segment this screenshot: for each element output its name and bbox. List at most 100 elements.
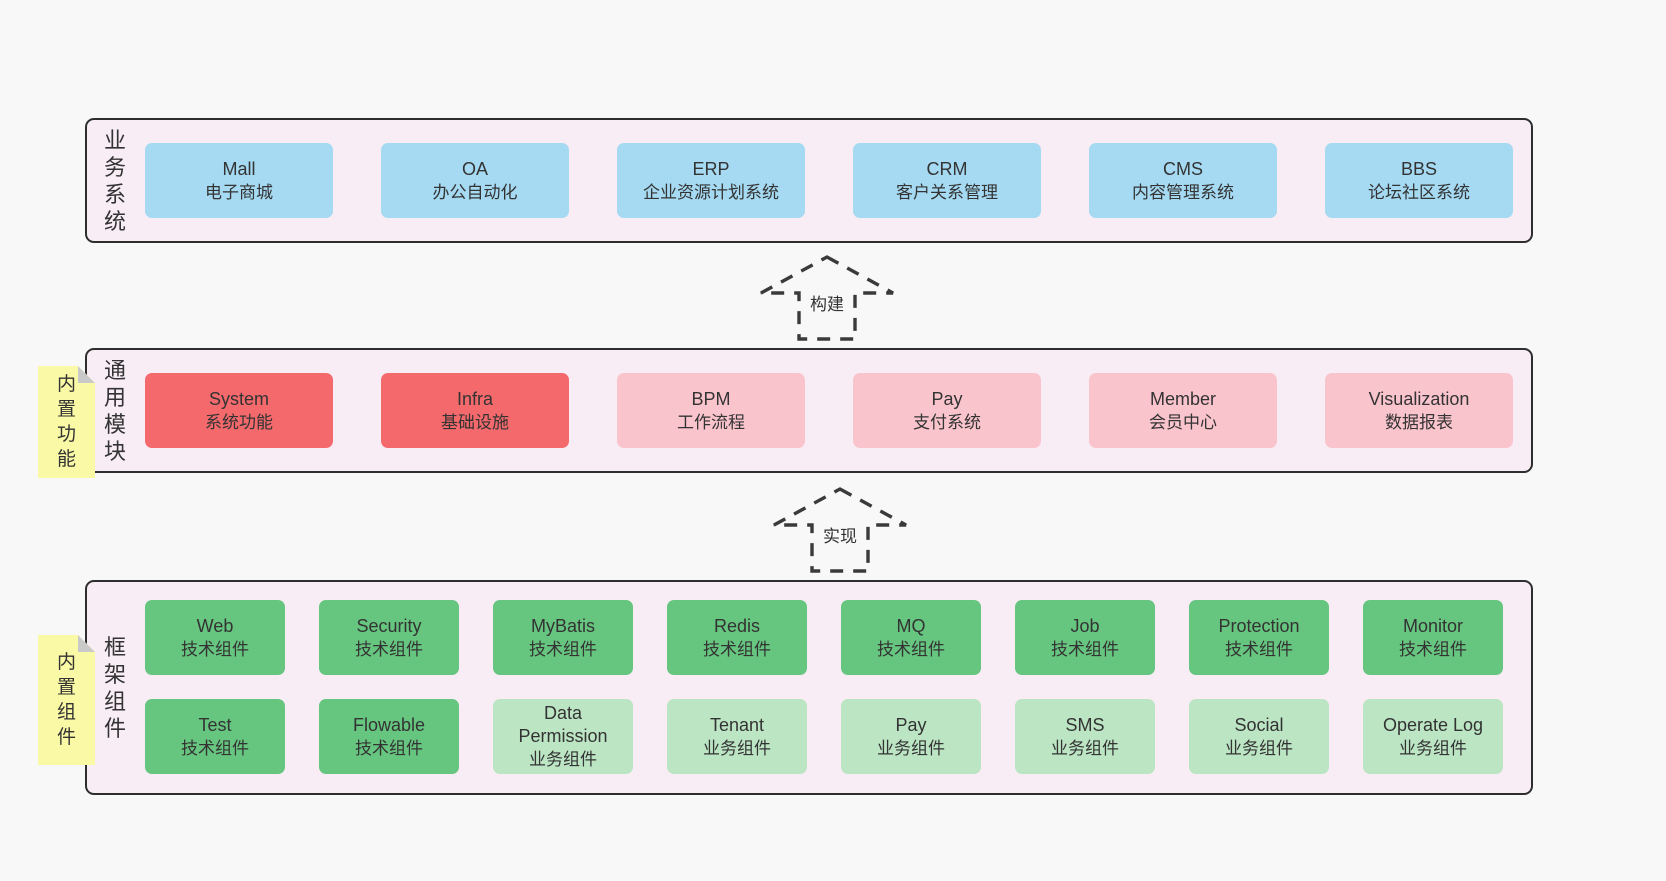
box-subtitle: 内容管理系统 <box>1132 182 1234 202</box>
box-title: Pay <box>895 714 927 735</box>
vertical-char: 通 <box>103 357 126 383</box>
module-box-protection: Protection 技术组件 <box>1189 600 1329 675</box>
box-subtitle: 技术组件 <box>703 639 771 659</box>
arrow-implement: 实现 <box>770 486 910 574</box>
vertical-char: 组 <box>56 702 76 723</box>
module-box-flowable: Flowable 技术组件 <box>319 699 459 774</box>
box-subtitle: 数据报表 <box>1385 412 1453 432</box>
box-title: BPM <box>691 388 731 409</box>
box-title: SMS <box>1065 714 1105 735</box>
box-subtitle: 支付系统 <box>913 412 981 432</box>
vertical-char: 内 <box>56 374 76 395</box>
vertical-char: 组 <box>103 688 126 714</box>
arrow-label-build: 构建 <box>807 290 847 315</box>
layer-label-common-modules: 通用模块 <box>101 357 129 465</box>
box-title: Social <box>1234 714 1284 735</box>
module-box-sms: SMS 业务组件 <box>1015 699 1155 774</box>
box-subtitle: 技术组件 <box>877 639 945 659</box>
box-subtitle: 论坛社区系统 <box>1368 182 1470 202</box>
box-subtitle: 企业资源计划系统 <box>643 182 779 202</box>
box-title: Mall <box>222 158 256 179</box>
arrow-build: 构建 <box>757 254 897 342</box>
box-subtitle: 技术组件 <box>355 738 423 758</box>
box-title: CRM <box>926 158 968 179</box>
box-subtitle: 技术组件 <box>1399 639 1467 659</box>
vertical-char: 能 <box>56 449 76 470</box>
box-title: Security <box>356 615 422 636</box>
box-subtitle: 技术组件 <box>529 639 597 659</box>
layer-label-framework-components: 框架组件 <box>101 634 129 742</box>
box-subtitle: 技术组件 <box>1225 639 1293 659</box>
box-title: ERP <box>692 158 730 179</box>
vertical-char: 置 <box>56 677 76 698</box>
box-subtitle: 业务组件 <box>1051 738 1119 758</box>
box-subtitle: 办公自动化 <box>432 182 518 202</box>
module-box-crm: CRM 客户关系管理 <box>853 143 1041 218</box>
box-subtitle: 技术组件 <box>355 639 423 659</box>
box-title: CMS <box>1163 158 1203 179</box>
box-title: Protection <box>1218 615 1300 636</box>
layer-label-business-systems: 业务系统 <box>101 127 129 235</box>
box-title: Web <box>196 615 234 636</box>
box-title: Job <box>1070 615 1100 636</box>
box-subtitle: 业务组件 <box>529 750 597 769</box>
box-title: Test <box>198 714 232 735</box>
vertical-char: 用 <box>103 384 126 410</box>
module-box-system: System 系统功能 <box>145 373 333 448</box>
module-box-mall: Mall 电子商城 <box>145 143 333 218</box>
vertical-char: 件 <box>56 727 76 748</box>
box-subtitle: 电子商城 <box>205 182 273 202</box>
module-box-cms: CMS 内容管理系统 <box>1089 143 1277 218</box>
vertical-char: 功 <box>56 424 76 445</box>
box-subtitle: 技术组件 <box>181 738 249 758</box>
vertical-char: 内 <box>56 652 76 673</box>
box-title: System <box>208 388 269 409</box>
arrow-label-implement: 实现 <box>820 522 860 547</box>
box-subtitle: 技术组件 <box>181 639 249 659</box>
vertical-char: 框 <box>103 634 126 660</box>
vertical-char: 置 <box>56 399 76 420</box>
module-box-redis: Redis 技术组件 <box>667 600 807 675</box>
box-subtitle: 技术组件 <box>1051 639 1119 659</box>
box-title: Redis <box>713 615 761 636</box>
box-subtitle: 客户关系管理 <box>896 182 998 202</box>
sticky-note-builtin-components: 内置组件 <box>38 635 95 765</box>
up-arrow-icon <box>773 487 907 573</box>
module-box-pay: Pay 业务组件 <box>841 699 981 774</box>
vertical-char: 模 <box>103 411 126 437</box>
vertical-char: 块 <box>103 438 126 464</box>
sticky-note-builtin-features: 内置功能 <box>38 366 95 478</box>
vertical-char: 系 <box>103 181 126 207</box>
box-subtitle: 业务组件 <box>1225 738 1293 758</box>
box-title: Flowable <box>352 714 426 735</box>
box-subtitle: 业务组件 <box>877 738 945 758</box>
box-subtitle: 系统功能 <box>205 412 273 432</box>
vertical-char: 统 <box>103 208 126 234</box>
box-subtitle: 业务组件 <box>1399 738 1467 758</box>
box-subtitle: 业务组件 <box>703 738 771 758</box>
sticky-note-text: 内置功能 <box>57 372 76 472</box>
box-title: Member <box>1149 388 1216 409</box>
sticky-note-text: 内置组件 <box>57 650 76 750</box>
vertical-char: 务 <box>103 154 126 180</box>
box-title: MQ <box>896 615 926 636</box>
vertical-char: 业 <box>103 127 126 153</box>
module-box-test: Test 技术组件 <box>145 699 285 774</box>
up-arrow-icon <box>760 255 894 341</box>
module-box-mq: MQ 技术组件 <box>841 600 981 675</box>
module-box-security: Security 技术组件 <box>319 600 459 675</box>
